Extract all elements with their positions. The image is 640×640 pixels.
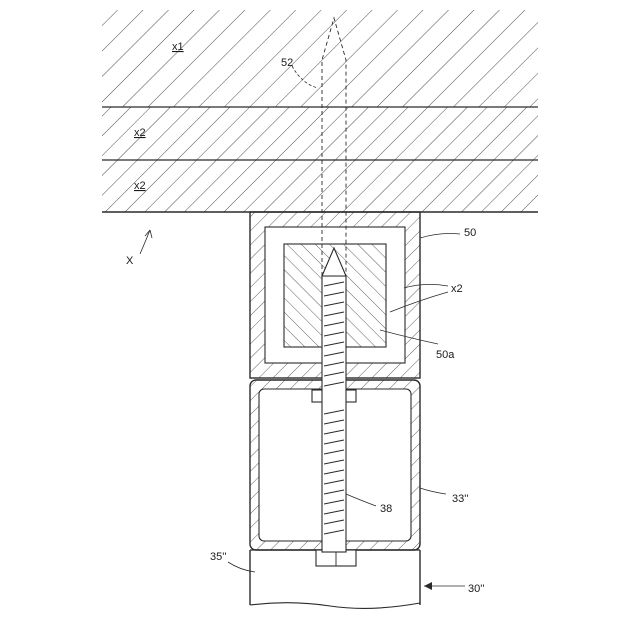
- label-x2-upper-layer: x2: [134, 127, 146, 139]
- layer-x2-lower: [102, 160, 538, 212]
- label-30: 30'': [468, 583, 484, 595]
- label-38: 38: [380, 503, 392, 515]
- label-x-arrow: X: [126, 255, 134, 267]
- leader-35: [228, 562, 255, 572]
- label-35: 35'': [210, 551, 226, 563]
- label-52: 52: [281, 57, 293, 69]
- label-x1: x1: [172, 41, 184, 53]
- label-x2-material: x2: [451, 283, 463, 295]
- leader-33: [420, 488, 446, 494]
- leader-x-arrow: [140, 230, 150, 254]
- arrow-30-head: [424, 582, 432, 590]
- leader-50: [420, 234, 460, 239]
- body-35-break-line: [250, 603, 420, 609]
- label-50a: 50a: [436, 349, 455, 361]
- layer-x1: [102, 10, 538, 107]
- label-x2-lower-layer: x2: [134, 180, 146, 192]
- label-33: 33'': [452, 493, 468, 505]
- label-50: 50: [464, 227, 476, 239]
- layer-x2-upper: [102, 107, 538, 160]
